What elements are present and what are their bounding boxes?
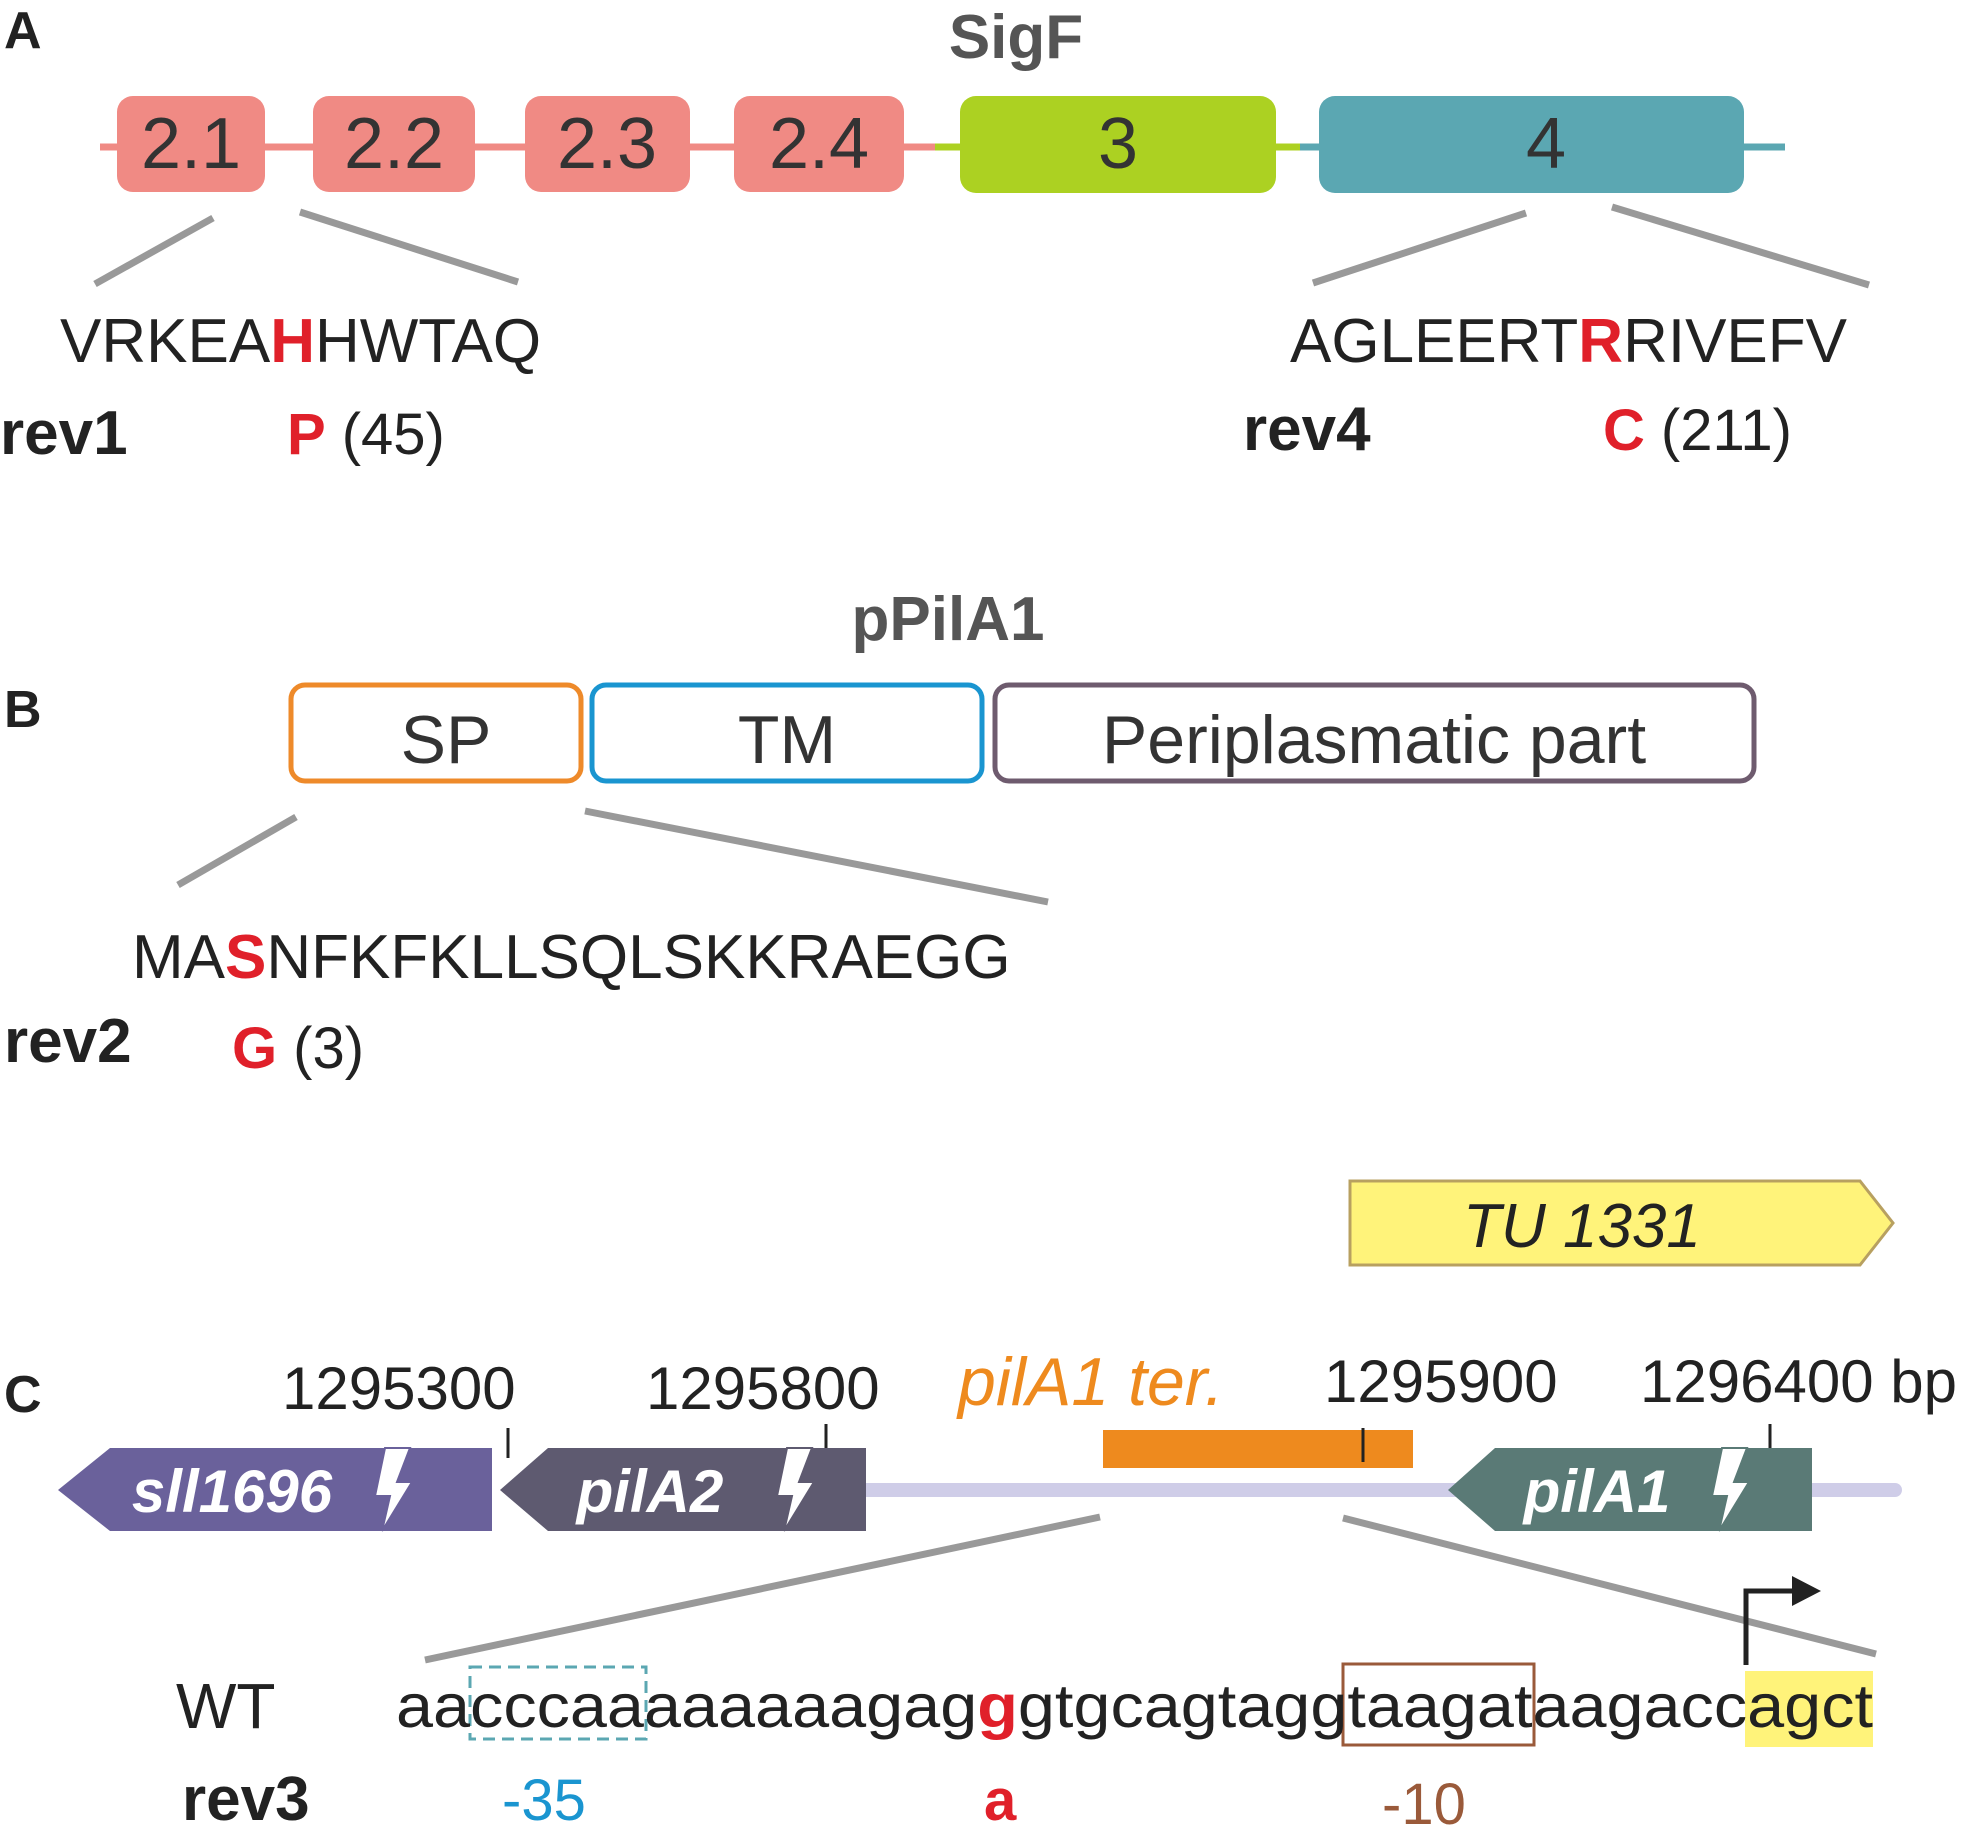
sigf-domain-2-3: 2.3: [525, 96, 690, 192]
panel-b-label: B: [4, 681, 42, 739]
zoom-line: [424, 1513, 1101, 1664]
zoom-line: [1610, 203, 1871, 289]
box-minus35: [468, 1665, 648, 1741]
ppila1-domain-periplasmatic: Periplasmatic part: [992, 682, 1757, 784]
coord-1295300: 1295300: [282, 1355, 516, 1422]
ppila1-domain-sp: SP: [288, 682, 584, 784]
sigf-seq-region4: AGLEERTRRIVEFV: [1290, 307, 1848, 376]
zoom-line: [298, 208, 520, 286]
domain-label: Periplasmatic part: [1102, 702, 1646, 778]
rev3-mutation: a: [984, 1768, 1017, 1828]
tu-1331-arrow: TU 1331: [1348, 1179, 1895, 1267]
rev2-label: rev2: [4, 1007, 132, 1076]
box-start-site: [1745, 1671, 1873, 1747]
domain-label: 4: [1526, 104, 1566, 184]
coord-1296400: 1296400 bp: [1640, 1348, 1957, 1415]
gene-label: sll1696: [132, 1458, 333, 1525]
gene-sll1696: sll1696: [58, 1447, 492, 1532]
domain-label: 2.2: [344, 104, 444, 184]
sigf-domain-3: 3: [960, 96, 1276, 193]
wt-label: WT: [176, 1670, 276, 1742]
pila1-terminator-bar: [1103, 1430, 1413, 1468]
gene-label: pilA2: [575, 1458, 724, 1525]
domain-label: 2.3: [557, 104, 657, 184]
zoom-line: [176, 813, 298, 889]
ppila1-signal-seq: MASNFKFKLLSQLSKKRAEGG: [132, 923, 1011, 992]
zoom-line: [584, 807, 1049, 906]
zoom-line: [1311, 209, 1528, 287]
sigf-seq-region2: VRKEAHHWTAQ: [60, 307, 541, 376]
ppila1-title: pPilA1: [852, 585, 1045, 654]
zoom-line: [1342, 1514, 1877, 1658]
rev4-label: rev4: [1243, 395, 1371, 464]
minus35-label: -35: [502, 1768, 586, 1828]
coord-1295900: 1295900: [1324, 1348, 1558, 1415]
rev1-mutation: P(45): [287, 402, 445, 467]
rev3-label: rev3: [182, 1765, 310, 1828]
sigf-domain-2-4: 2.4: [734, 96, 904, 192]
zoom-line: [93, 214, 215, 288]
sigf-domain-2-1: 2.1: [117, 96, 265, 192]
rev2-mutation: G(3): [232, 1016, 364, 1081]
ppila1-domain-tm: TM: [589, 682, 985, 784]
rev1-label: rev1: [0, 399, 128, 468]
domain-label: 3: [1098, 104, 1138, 184]
tu-label: TU 1331: [1463, 1192, 1701, 1261]
rev4-mutation: C(211): [1603, 398, 1792, 463]
sigf-domain-2-2: 2.2: [313, 96, 475, 192]
tss-arrow-icon: [1743, 1576, 1821, 1665]
panel-a-label: A: [4, 2, 42, 60]
sigf-domain-4: 4: [1319, 96, 1744, 193]
sigf-title: SigF: [949, 3, 1083, 72]
gene-pila2: pilA2: [500, 1447, 866, 1532]
domain-label: TM: [738, 702, 836, 778]
coord-1295800: 1295800: [646, 1355, 880, 1422]
pila1-terminator-label: pilA1 ter.: [956, 1344, 1224, 1420]
gene-pila1: pilA1: [1448, 1447, 1812, 1532]
domain-label: 2.1: [141, 104, 241, 184]
gene-label: pilA1: [1522, 1458, 1671, 1525]
box-minus10: [1341, 1662, 1536, 1747]
domain-label: SP: [401, 702, 492, 778]
panel-c-label: C: [4, 1366, 42, 1424]
domain-label: 2.4: [769, 104, 869, 184]
minus10-label: -10: [1382, 1772, 1466, 1828]
